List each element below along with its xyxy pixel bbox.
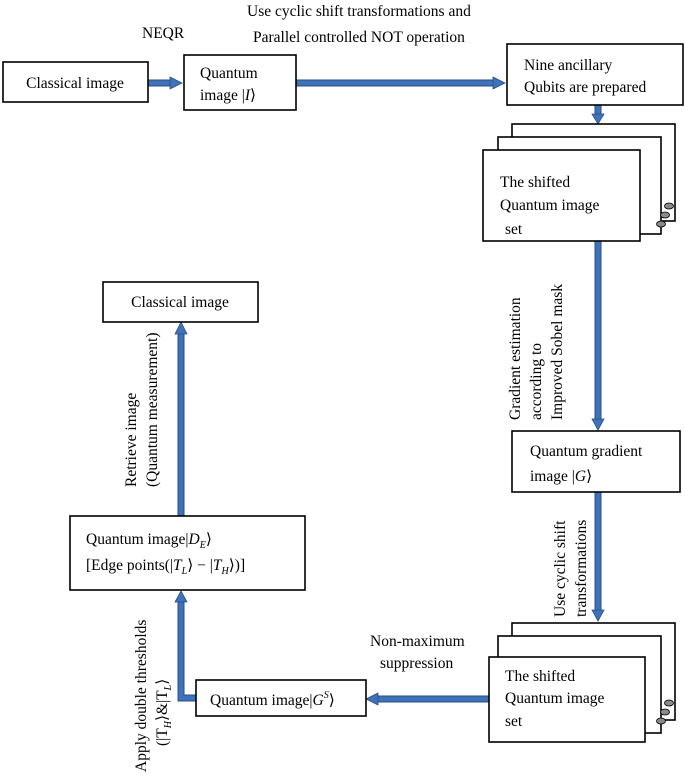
stack-dot-5 <box>660 708 670 716</box>
stack-dot-2 <box>660 211 670 219</box>
node-shifted-set-1: The shifted Quantum image set <box>482 123 676 242</box>
shifted-set-1-line1: The shifted <box>500 174 570 191</box>
cyclic-shift-top-line2: Parallel controlled NOT operation <box>253 29 465 46</box>
svg-text:(|TH⟩&|TL⟩: (|TH⟩&|TL⟩ <box>154 679 174 746</box>
svg-text:Apply double thresholds: Apply double thresholds <box>133 620 150 772</box>
nonmax-line1: Non-maximum <box>370 633 465 650</box>
cyclic-shift-side-label: Use cyclic shift transformations <box>552 520 590 617</box>
shifted-set-1-line3: set <box>505 221 523 238</box>
stack-dot-4 <box>664 699 674 707</box>
node-quantum-image: Quantum image |I⟩ <box>183 54 297 111</box>
arrow-gradient-to-shifted2 <box>591 492 605 622</box>
shifted-set-2-line1: The shifted <box>505 668 575 685</box>
classical-output-label: Classical image <box>131 294 229 311</box>
node-quantum-image-de: Quantum image|DE⟩ [Edge points(|TL⟩ − |T… <box>69 515 306 591</box>
neqr-label: NEQR <box>142 25 185 42</box>
gradient-line2: image |G⟩ <box>530 468 592 485</box>
node-classical-input: Classical image <box>2 61 149 103</box>
retrieve-image-label: Retrieve image (Quantum measurement) <box>123 332 161 487</box>
svg-text:transformations: transformations <box>573 520 590 617</box>
shifted-set-2-line3: set <box>505 713 523 730</box>
gradient-line1: Quantum gradient <box>530 443 643 460</box>
ancillary-line2: Qubits are prepared <box>524 79 646 96</box>
shifted-set-1-line2: Quantum image <box>500 197 600 214</box>
quantum-image-line2: image |I⟩ <box>200 87 256 104</box>
arrow-shifted-to-gradient <box>591 241 605 431</box>
stack-dot-1 <box>664 202 674 210</box>
arrow-de-to-classical <box>174 321 188 516</box>
svg-text:(Quantum measurement): (Quantum measurement) <box>144 332 161 487</box>
node-classical-output: Classical image <box>102 281 259 323</box>
arrow-classical-to-quantum <box>148 76 183 90</box>
svg-text:Improved Sobel mask: Improved Sobel mask <box>549 284 566 420</box>
arrow-gs-to-de <box>174 590 196 702</box>
cyclic-shift-top-line1: Use cyclic shift transformations and <box>247 3 471 20</box>
node-nine-ancillary: Nine ancillary Qubits are prepared <box>506 43 684 106</box>
classical-input-label: Classical image <box>26 75 124 92</box>
shifted-set-2-line2: Quantum image <box>505 690 605 707</box>
svg-text:Use cyclic shift: Use cyclic shift <box>552 520 569 617</box>
nonmax-line2: suppression <box>380 655 453 672</box>
stack-dot-3 <box>656 220 666 228</box>
node-quantum-gradient: Quantum gradient image |G⟩ <box>511 430 681 493</box>
gradient-estimation-label: Gradient estimation according to Improve… <box>507 284 566 420</box>
svg-text:according to: according to <box>528 343 545 420</box>
arrow-quantum-to-ancillary <box>296 76 506 90</box>
node-quantum-image-gs: Quantum image|GS⟩ <box>195 679 367 717</box>
gs-label: Quantum image|GS⟩ <box>210 690 335 709</box>
de-line2: [Edge points(|TL⟩ − |TH⟩)] <box>86 557 245 577</box>
svg-text:Gradient estimation: Gradient estimation <box>507 297 524 420</box>
arrow-ancillary-to-shifted <box>591 105 605 125</box>
double-thresholds-label: Apply double thresholds (|TH⟩&|TL⟩ <box>133 620 174 772</box>
ancillary-line1: Nine ancillary <box>524 57 612 74</box>
de-line1: Quantum image|DE⟩ <box>86 531 212 551</box>
svg-text:Retrieve image: Retrieve image <box>123 393 140 487</box>
quantum-image-line1: Quantum <box>200 65 258 82</box>
arrow-shifted2-to-gs <box>365 692 489 706</box>
stack-dot-6 <box>656 717 666 725</box>
node-shifted-set-2: The shifted Quantum image set <box>488 622 676 743</box>
